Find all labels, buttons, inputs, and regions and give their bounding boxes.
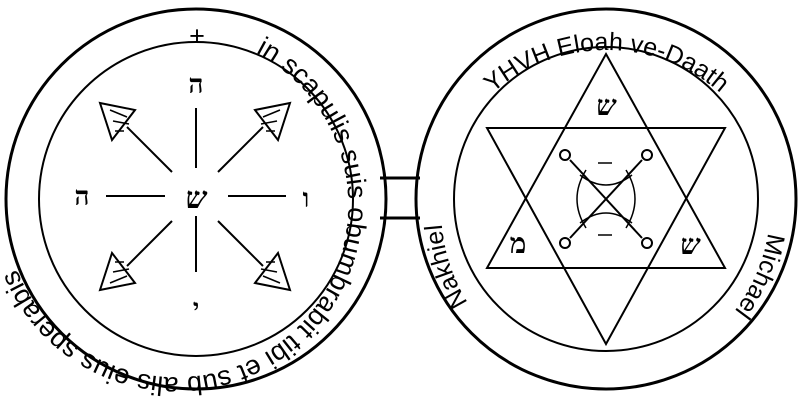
cross-arms [106,108,286,272]
right-letter-bottom-left: מ [510,227,527,260]
central-sigil [559,149,653,249]
arrow-bottom-right [217,220,292,292]
right-ring-text-top-path: YHVH Eloah ve-Daath [479,28,735,98]
center-letter: ש [185,181,207,216]
right-inner-circle [453,46,759,352]
cross-symbol: + [189,21,205,51]
arrow-top-right [217,101,292,173]
right-ring-text-top: YHVH Eloah ve-Daath [479,28,735,98]
right-letter-top: ש [596,89,617,122]
letter-right: ו [303,184,310,214]
right-ring-text-right: Michael [730,231,790,324]
letter-bottom: י [193,293,199,322]
right-pentacle: YHVH Eloah ve-Daath Nakhiel Michael ש [414,7,798,391]
left-outer-circle [4,7,388,391]
left-inner-circle [38,41,354,357]
right-ring-text-right-path: Michael [730,231,790,324]
arrow-bottom-left [98,220,173,292]
hexagram-down-triangle [485,127,727,347]
right-letter-bottom-right: ש [680,228,701,261]
left-pentacle: in scapulis suis obumbrabit tibi et sub … [0,7,388,401]
hexagram-up-triangle [485,51,727,269]
right-outer-circle [414,7,798,391]
arrow-top-left [98,101,173,173]
connector [380,176,420,220]
letter-left: ה [75,182,90,212]
letter-top: ה [189,70,204,100]
